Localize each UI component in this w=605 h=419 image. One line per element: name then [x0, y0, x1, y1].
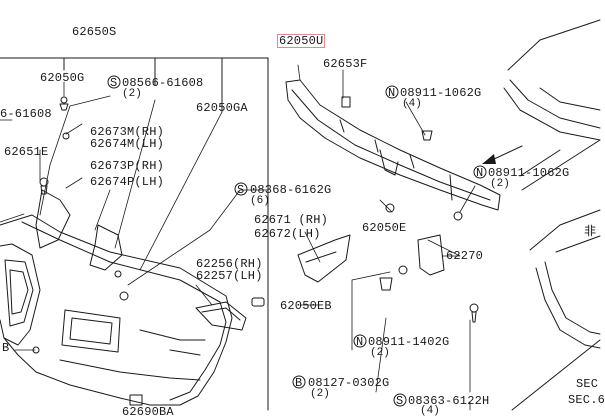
- s-symbol-icon: [234, 182, 248, 196]
- n-symbol-label: N: [356, 335, 364, 349]
- part-label-b-left: B: [2, 341, 10, 355]
- n-symbol-icon: [353, 334, 367, 348]
- part-label-62050g: 62050G: [40, 71, 85, 85]
- japanese-note-partial: 非: [584, 225, 597, 239]
- s-symbol-icon: [107, 75, 121, 89]
- part-label-62674p: 62674P(LH): [90, 175, 165, 189]
- part-label-62674m: 62674M(LH): [90, 137, 165, 151]
- qty-08363: (4): [420, 405, 440, 417]
- part-label-62651e: 62651E: [4, 145, 49, 159]
- qty-08368: (6): [250, 195, 270, 207]
- fasteners: [32, 96, 479, 406]
- qty-08911-mid: (2): [490, 178, 510, 190]
- part-label-08911-1062g-top: 08911-1062G: [400, 86, 482, 100]
- s-symbol-label: S: [396, 394, 404, 408]
- s-symbol-icon: [393, 393, 407, 407]
- direction-arrow-icon: [491, 145, 523, 161]
- part-label-62673p: 62673P(RH): [90, 159, 165, 173]
- part-label-62672: 62672(LH): [254, 227, 321, 241]
- part-label-08911-1402g: 08911-1402G: [368, 335, 450, 349]
- part-label-08368-6162g: 08368-6162G: [250, 183, 332, 197]
- part-label-62050e: 62050E: [362, 221, 407, 235]
- part-label-62650s: 62650S: [72, 25, 117, 39]
- section-frame: [511, 139, 601, 411]
- s-symbol-label: S: [237, 183, 245, 197]
- b-symbol-label: B: [295, 376, 303, 390]
- leader-lines: [0, 64, 476, 411]
- part-label-62050ga: 62050GA: [196, 101, 248, 115]
- side-cover: [195, 301, 247, 331]
- section-label-2: SEC.6: [568, 393, 605, 407]
- part-label-62673m: 62673M(RH): [90, 125, 165, 139]
- part-label-62270: 62270: [446, 249, 484, 263]
- qty-08566: (2): [122, 88, 142, 100]
- part-label-62257: 62257(LH): [196, 269, 263, 283]
- n-symbol-icon: [473, 165, 487, 179]
- b-symbol-icon: [292, 375, 306, 389]
- qty-08911-top: (4): [402, 98, 422, 110]
- n-symbol-label: N: [388, 86, 396, 100]
- part-label-61608-left: 6-61608: [0, 107, 52, 121]
- mounting-brackets: [35, 189, 445, 283]
- n-symbol-icon: [385, 85, 399, 99]
- car-body-outline: [503, 19, 601, 349]
- n-symbol-label: N: [476, 166, 484, 180]
- part-label-08127-0302g: 08127-0302G: [308, 376, 390, 390]
- arrow-head-icon: [482, 154, 496, 164]
- part-label-62050eb: 62050EB: [280, 299, 332, 313]
- part-label-62050u: 62050U: [277, 34, 326, 48]
- qty-08911-low: (2): [370, 347, 390, 359]
- reinforcement-beam: [285, 79, 501, 211]
- qty-08127: (2): [310, 388, 330, 400]
- part-label-62671: 62671 (RH): [254, 213, 329, 227]
- leader-frame-62650s: [0, 57, 269, 411]
- bumper-fascia: [0, 214, 233, 406]
- part-label-bottom-partial: 62690BA: [122, 405, 174, 419]
- part-label-08363-6122h: 08363-6122H: [408, 394, 490, 408]
- section-label-1: SEC: [576, 377, 599, 391]
- part-label-62653f: 62653F: [323, 57, 368, 71]
- part-label-08566-61608: 08566-61608: [122, 76, 204, 90]
- s-symbol-label: S: [110, 76, 118, 90]
- part-label-62256: 62256(RH): [196, 257, 263, 271]
- part-label-08911-1062g-mid: 08911-1062G: [488, 166, 570, 180]
